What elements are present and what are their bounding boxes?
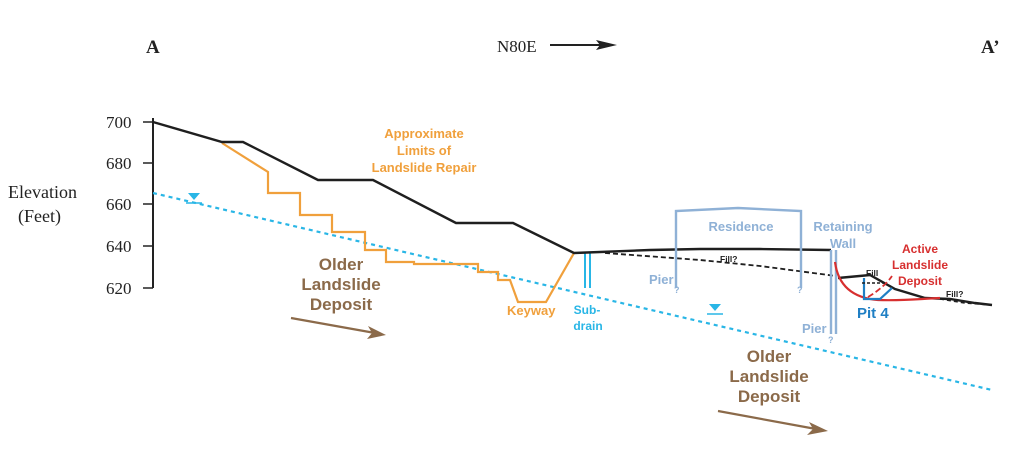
active-deposit-line3: Deposit <box>898 274 942 288</box>
older-deposit-arrow-right-icon <box>717 409 828 435</box>
section-end-label: A’ <box>981 37 1000 58</box>
older-deposit-arrow-left-icon <box>290 316 386 339</box>
older-deposit-left-line3: Deposit <box>310 295 373 314</box>
pit-4-label: Pit 4 <box>857 305 889 322</box>
residence-label: Residence <box>708 219 773 234</box>
pier-left-question: ? <box>674 285 680 295</box>
subdrain-label-line1: Sub- <box>574 303 601 317</box>
landslide-repair-limits <box>221 142 575 304</box>
retaining-wall-label-line1: Retaining <box>813 219 872 234</box>
older-deposit-left-line1: Older <box>319 255 364 274</box>
retaining-wall-label-line2: Wall <box>830 236 856 251</box>
axis-tick-700: 700 <box>106 113 132 132</box>
ground-surface-profile <box>152 120 832 255</box>
active-deposit-line1: Active <box>902 242 938 256</box>
pier-right-question: ? <box>828 335 834 345</box>
axis-title-line1: Elevation <box>8 182 77 202</box>
subdrain-label-line2: drain <box>573 319 602 333</box>
older-deposit-right-line1: Older <box>747 347 792 366</box>
active-landslide-dashed <box>867 275 893 298</box>
axis-tick-640: 640 <box>106 237 132 256</box>
pit-4-outline <box>862 278 893 301</box>
groundwater-marker-left-icon <box>186 193 202 204</box>
axis-tick-620: 620 <box>106 279 132 298</box>
groundwater-marker-right-icon <box>707 304 723 315</box>
pier-left-label: Pier <box>649 272 674 287</box>
older-deposit-left-line2: Landslide <box>301 275 380 294</box>
axis-tick-680: 680 <box>106 154 132 173</box>
repair-label-line3: Landslide Repair <box>372 160 477 175</box>
residence-structure <box>674 206 803 288</box>
section-start-label: A <box>146 37 160 58</box>
fill-question-right: Fill? <box>946 289 963 299</box>
fill-small-label: Fill <box>866 268 878 278</box>
axis-tick-660: 660 <box>106 195 132 214</box>
older-deposit-right-line3: Deposit <box>738 387 801 406</box>
repair-label-line1: Approximate <box>384 126 463 141</box>
fill-boundary-dashed-right <box>939 298 993 306</box>
axis-title-line2: (Feet) <box>18 206 61 227</box>
fill-question-mid: Fill? <box>720 254 737 264</box>
subdrain <box>584 253 591 288</box>
older-deposit-right-line2: Landslide <box>729 367 808 386</box>
pier-right-label: Pier <box>802 321 827 336</box>
repair-label-line2: Limits of <box>397 143 452 158</box>
fill-boundary-dashed <box>604 252 837 277</box>
orientation-arrow-icon <box>550 40 617 50</box>
active-deposit-line2: Landslide <box>892 258 948 272</box>
elevation-axis <box>143 118 154 289</box>
keyway-label: Keyway <box>507 303 556 318</box>
residence-pier-question: ? <box>797 285 803 295</box>
orientation-label: N80E <box>497 37 537 56</box>
